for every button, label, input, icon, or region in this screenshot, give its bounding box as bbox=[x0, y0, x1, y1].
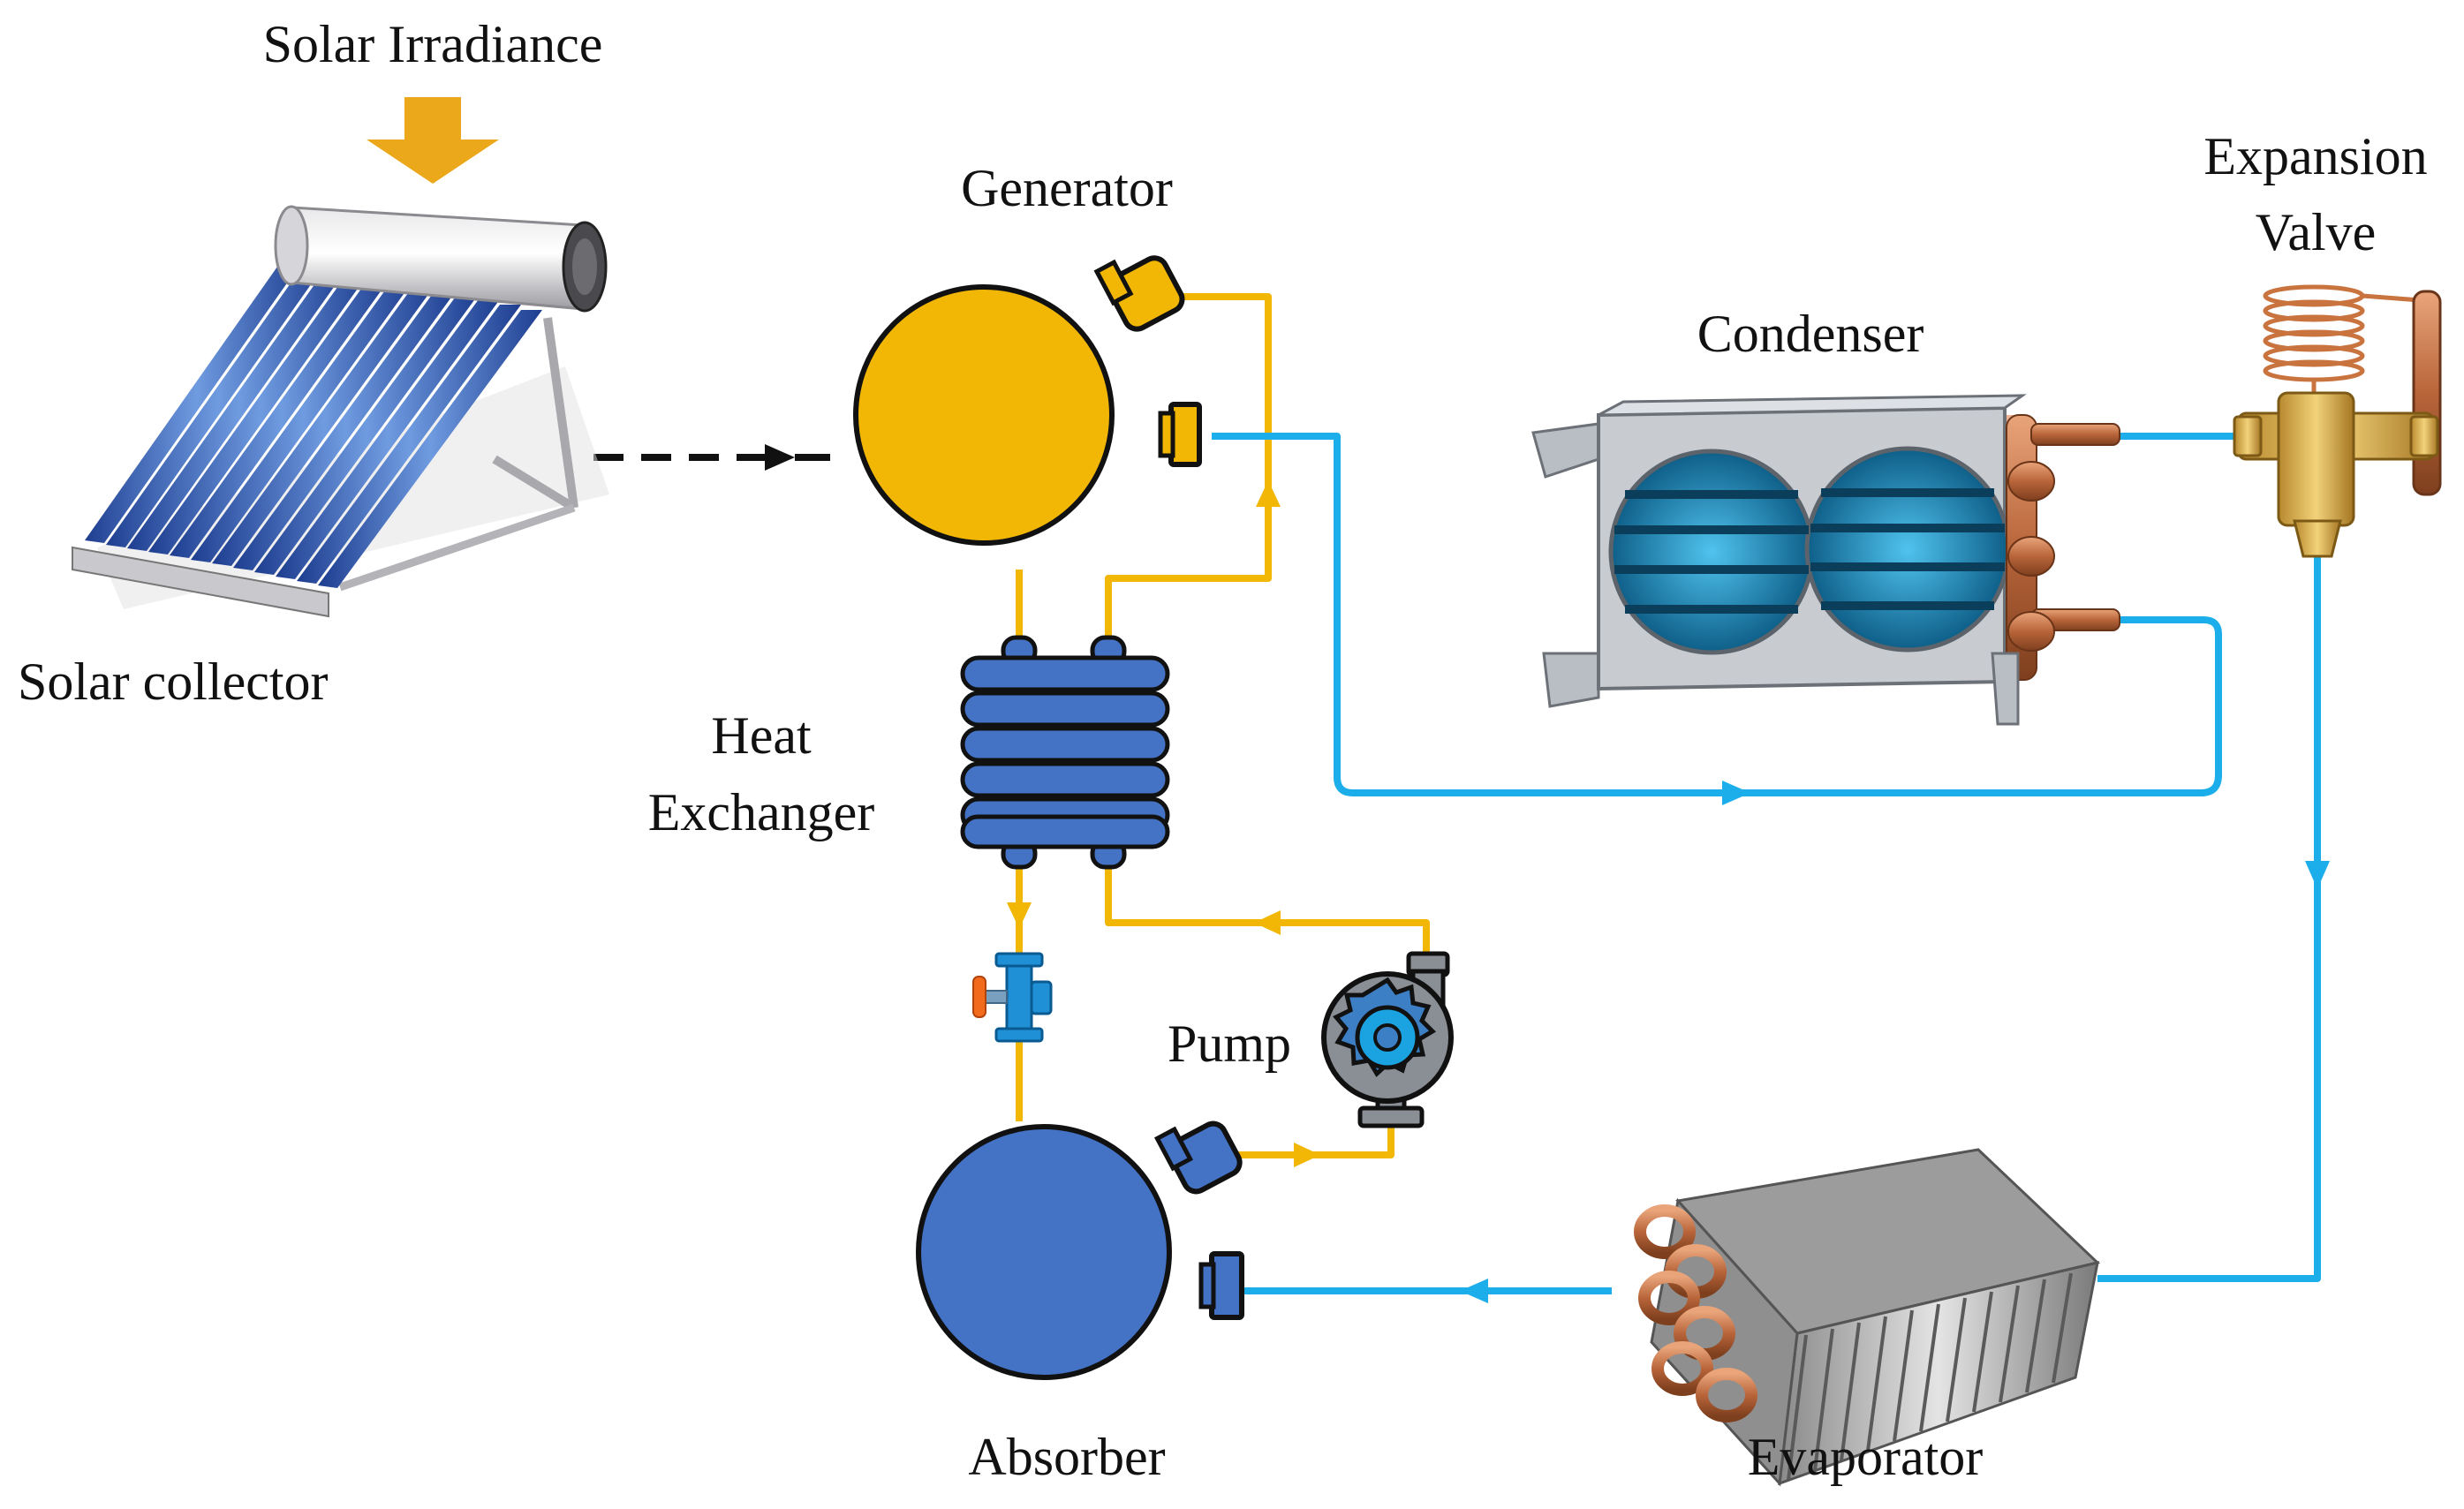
solar-collector-label: Solar collector bbox=[18, 653, 329, 711]
centrifugal-pump-icon bbox=[1321, 951, 1454, 1128]
down-arrow-icon bbox=[367, 97, 499, 184]
evaporator-label: Evaporator bbox=[1748, 1428, 1984, 1486]
generator-to-absorber-outer-return bbox=[1105, 293, 1272, 649]
arrow-right-to-condenser bbox=[1722, 781, 1750, 805]
arrow-up-to-generator bbox=[1256, 480, 1281, 507]
absorber-icon bbox=[916, 1120, 1244, 1380]
heat-transfer-arrow bbox=[593, 444, 830, 471]
generator-to-condenser-path bbox=[1212, 433, 2222, 796]
pump-label: Pump bbox=[1168, 1015, 1291, 1073]
heat-exchanger-icon bbox=[960, 635, 1170, 870]
condenser-label: Condenser bbox=[1697, 305, 1924, 363]
finned-tube-evaporator-icon bbox=[1634, 1148, 2101, 1487]
heat-exchanger-label-line1: Heat bbox=[711, 706, 812, 765]
expansion-valve-label-line1: Expansion bbox=[2203, 127, 2427, 185]
arrow-down-to-throttle bbox=[1007, 902, 1032, 929]
arrow-left-to-absorber bbox=[1460, 1279, 1488, 1303]
generator-label: Generator bbox=[961, 159, 1173, 217]
expansion-valve-to-evaporator bbox=[2097, 547, 2321, 1282]
arrow-right-to-pump bbox=[1294, 1143, 1320, 1167]
solar-irradiance-label: Solar Irradiance bbox=[263, 15, 603, 73]
absorber-label: Absorber bbox=[968, 1428, 1165, 1486]
pump-return-to-hex bbox=[1105, 856, 1430, 962]
arrow-left-pump-return bbox=[1254, 910, 1281, 935]
refrigerant-lines bbox=[1212, 433, 2321, 1294]
heat-exchanger-label-line2: Exchanger bbox=[648, 783, 875, 841]
thermostatic-expansion-valve-icon bbox=[2233, 284, 2442, 558]
solar-collector-icon bbox=[72, 205, 609, 618]
arrow-down-to-evaporator bbox=[2305, 861, 2330, 889]
solution-arrowheads bbox=[1007, 480, 1320, 1167]
generator-icon bbox=[853, 255, 1202, 546]
expansion-valve-label-line2: Valve bbox=[2256, 203, 2377, 261]
refrigerant-arrowheads bbox=[1460, 781, 2330, 1303]
fan-coil-condenser-icon bbox=[1531, 394, 2120, 726]
throttle-valve-icon bbox=[972, 952, 1053, 1043]
labels: Solar Irradiance Solar collector Generat… bbox=[18, 15, 2428, 1486]
